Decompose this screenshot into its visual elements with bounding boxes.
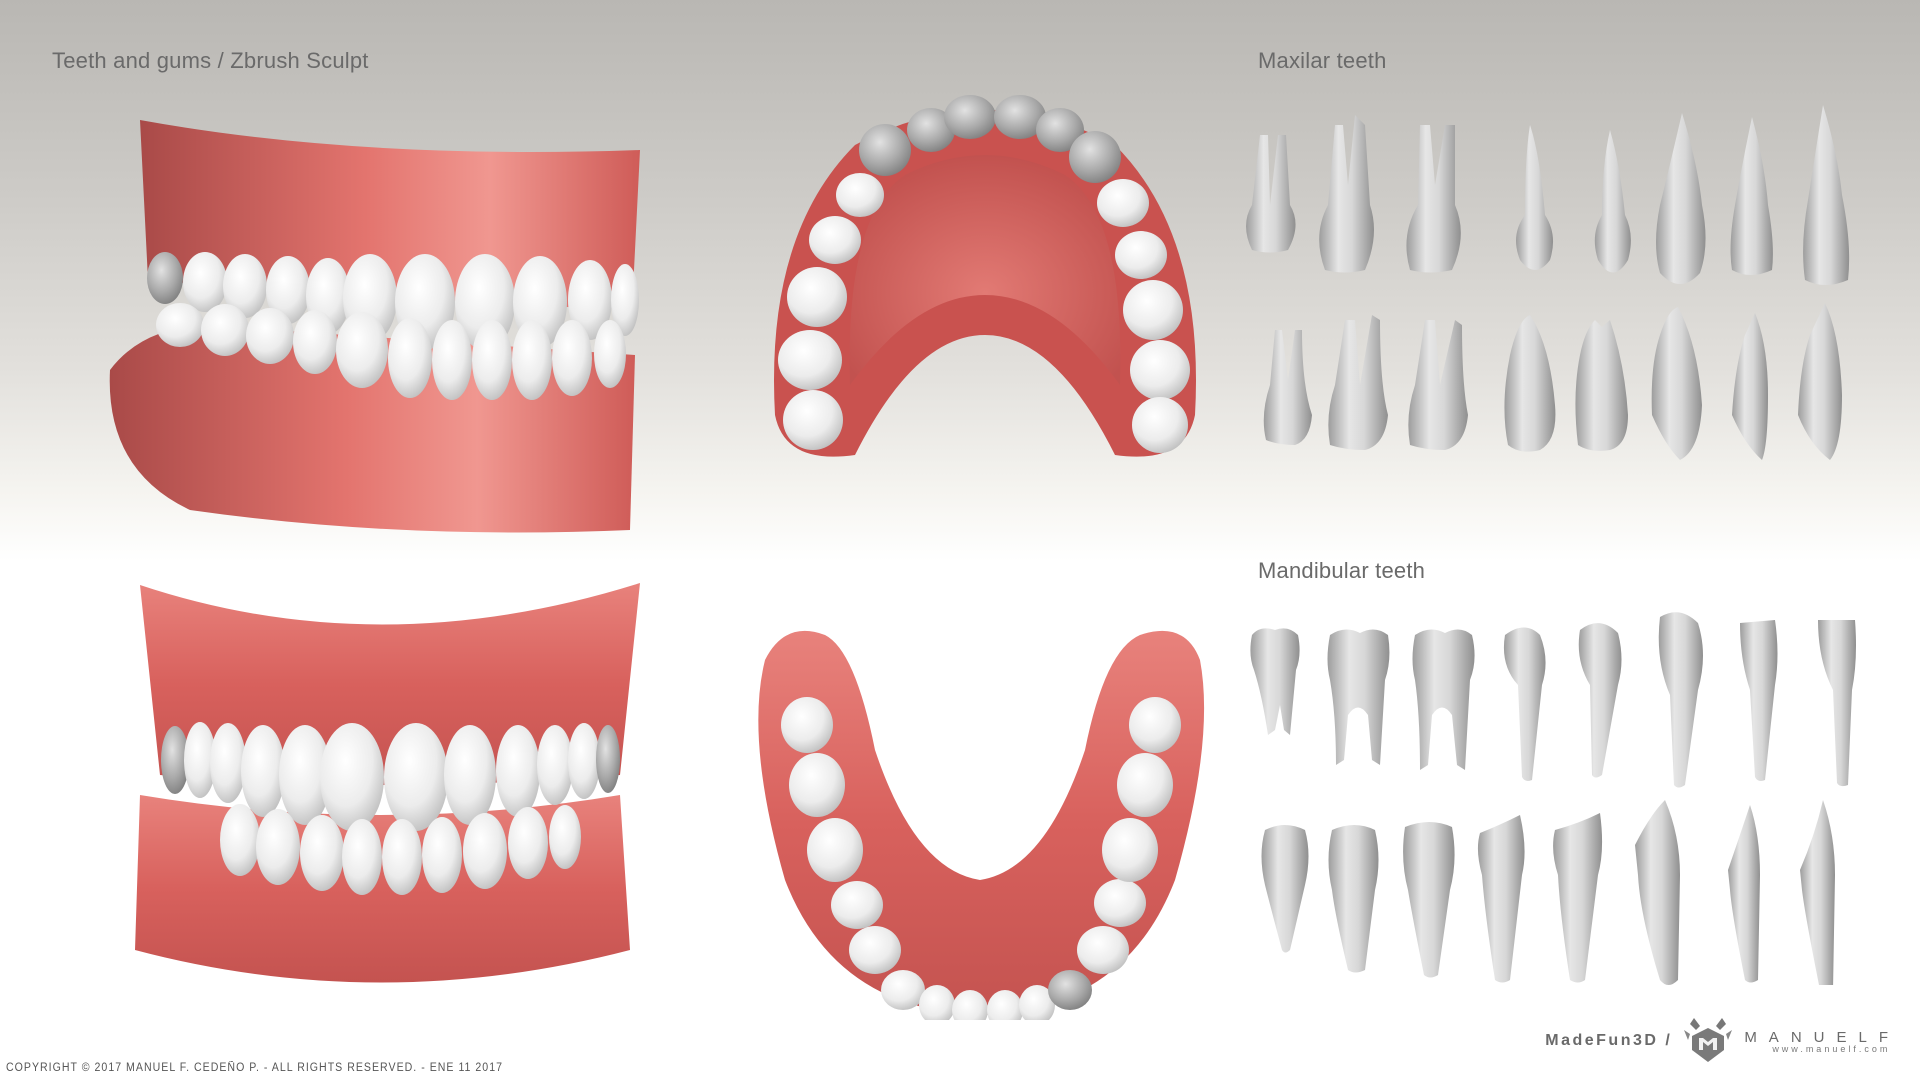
maxilar-title: Maxilar teeth <box>1258 48 1387 73</box>
maxilar-row-2 <box>1263 303 1842 460</box>
mandibular-row-1 <box>1250 612 1856 788</box>
lower-arch-occlusal-render <box>745 620 1215 1020</box>
occlusion-front-render <box>100 575 660 1015</box>
mandibular-teeth-grid <box>1240 605 1870 985</box>
brand-signature: MadeFun3D / MANUELF www.manuelf.com <box>1545 1016 1900 1066</box>
brand-madefun3d: MadeFun3D / <box>1545 1032 1673 1049</box>
manuelf-logo-icon <box>1682 1016 1734 1066</box>
occlusion-three-quarter-render <box>100 110 660 550</box>
upper-arch-teeth <box>778 95 1190 453</box>
mandibular-title: Mandibular teeth <box>1258 558 1426 583</box>
upper-arch-occlusal-render <box>755 85 1215 475</box>
lower-arch-teeth <box>781 697 1181 1020</box>
upper-front-teeth <box>161 722 620 831</box>
mandibular-row-2 <box>1261 800 1835 985</box>
brand-url: www.manuelf.com <box>1772 1043 1891 1054</box>
lower-teeth-row <box>156 303 626 400</box>
maxilar-row-1 <box>1246 105 1850 285</box>
brand-manuelf: MANUELF <box>1744 1028 1900 1046</box>
copyright-text: COPYRIGHT © 2017 MANUEL F. CEDEÑO P. - A… <box>6 1062 503 1074</box>
main-title: Teeth and gums / Zbrush Sculpt <box>52 48 369 73</box>
maxilar-teeth-grid <box>1240 95 1870 475</box>
lower-front-teeth <box>220 804 581 895</box>
